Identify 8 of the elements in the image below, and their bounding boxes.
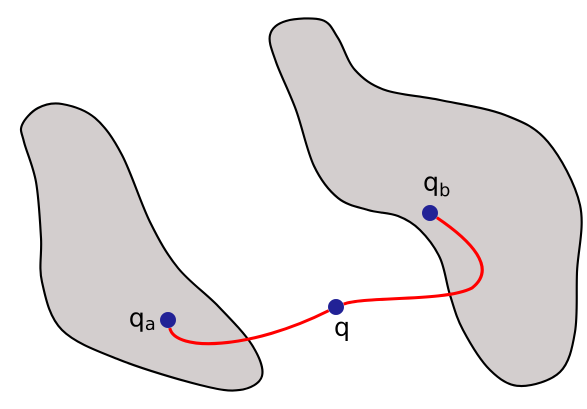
point-marker xyxy=(422,205,438,221)
path-curve xyxy=(168,309,330,346)
point-label: q xyxy=(335,322,348,342)
point-marker xyxy=(160,312,176,328)
point-marker xyxy=(328,299,344,315)
point-label: q$_{b}$ xyxy=(424,176,450,196)
point-label: q$_{a}$ xyxy=(130,312,154,332)
path-curve xyxy=(343,216,484,306)
